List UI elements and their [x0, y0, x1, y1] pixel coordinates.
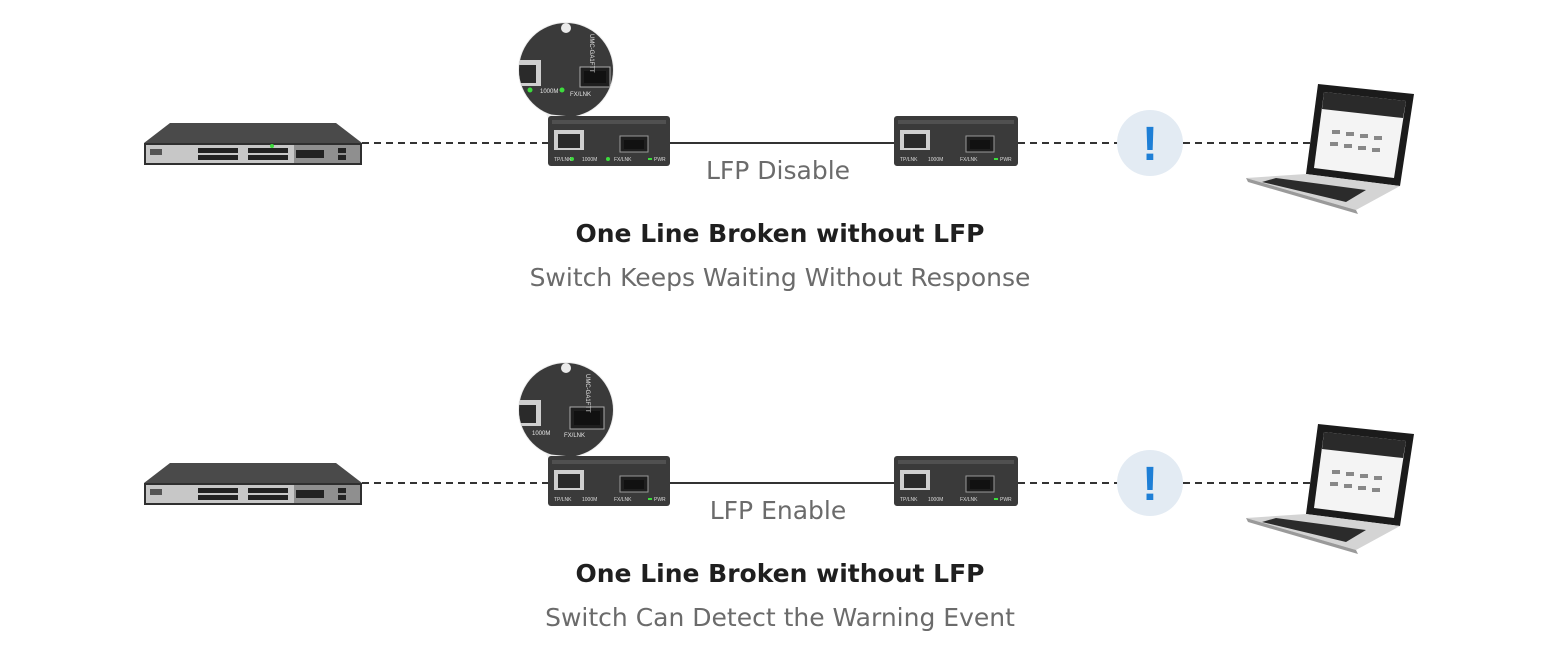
- zoom-speed-label: 1000M: [532, 431, 550, 437]
- scenario-subheading: Switch Can Detect the Warning Event: [545, 603, 1015, 632]
- converter-fx-label: FX/LNK: [960, 497, 978, 503]
- warning-glyph: !: [1142, 458, 1158, 511]
- converter-speed-label: 1000M: [582, 157, 597, 163]
- media-converter-icon: TP/LNK 1000M FX/LNK PWR: [894, 456, 1018, 506]
- warning-glyph: !: [1142, 118, 1158, 171]
- zoom-fx-label: FX/LNK: [570, 92, 591, 98]
- converter-pwr-label: PWR: [1000, 157, 1012, 163]
- scenario-subheading: Switch Keeps Waiting Without Response: [529, 263, 1031, 292]
- zoom-brand-label: UMC-GA1FTT: [588, 34, 594, 73]
- media-converter-icon: TP/LNK 1000M FX/LNK PWR: [548, 456, 670, 506]
- converter-speed-label: 1000M: [582, 497, 597, 503]
- scenario-lfp-disable: 1000M FX/LNK UMC-GA1FTT TP/LNK 1000M FX/…: [0, 0, 1560, 328]
- warning-icon: !: [1117, 110, 1183, 176]
- converter-pwr-label: PWR: [654, 497, 666, 503]
- scenario-heading: One Line Broken without LFP: [575, 219, 985, 248]
- scenario-lfp-enable: 1000M FX/LNK UMC-GA1FTT TP/LNK 1000M FX/…: [0, 340, 1560, 668]
- converter-fx-label: FX/LNK: [614, 157, 632, 163]
- media-converter-icon: TP/LNK 1000M FX/LNK PWR: [548, 116, 670, 166]
- laptop-icon: [1246, 84, 1414, 214]
- lfp-status-label: LFP Disable: [705, 156, 851, 185]
- zoom-speed-label: 1000M: [540, 89, 558, 95]
- converter-tp-label: TP/LNK: [900, 157, 918, 163]
- converter-zoom-bubble: 1000M FX/LNK UMC-GA1FTT: [518, 22, 614, 118]
- converter-zoom-bubble: 1000M FX/LNK UMC-GA1FTT: [518, 362, 614, 458]
- lfp-status-label: LFP Enable: [709, 496, 847, 525]
- converter-pwr-label: PWR: [654, 157, 666, 163]
- converter-fx-label: FX/LNK: [614, 497, 632, 503]
- network-diagram: 1000M FX/LNK UMC-GA1FTT TP/LNK 1000M FX/…: [144, 22, 1414, 214]
- media-converter-icon: TP/LNK 1000M FX/LNK PWR: [894, 116, 1018, 166]
- zoom-fx-label: FX/LNK: [564, 433, 585, 439]
- converter-speed-label: 1000M: [928, 157, 943, 163]
- network-switch-icon: [144, 123, 362, 165]
- network-switch-icon: [144, 463, 362, 505]
- converter-tp-label: TP/LNK: [900, 497, 918, 503]
- network-diagram: 1000M FX/LNK UMC-GA1FTT TP/LNK 1000M FX/…: [144, 362, 1414, 554]
- converter-tp-label: TP/LNK: [554, 497, 572, 503]
- converter-fx-label: FX/LNK: [960, 157, 978, 163]
- converter-speed-label: 1000M: [928, 497, 943, 503]
- warning-icon: !: [1117, 450, 1183, 516]
- converter-tp-label: TP/LNK: [554, 157, 572, 163]
- laptop-icon: [1246, 424, 1414, 554]
- scenario-heading: One Line Broken without LFP: [575, 559, 985, 588]
- zoom-brand-label: UMC-GA1FTT: [584, 374, 590, 413]
- converter-pwr-label: PWR: [1000, 497, 1012, 503]
